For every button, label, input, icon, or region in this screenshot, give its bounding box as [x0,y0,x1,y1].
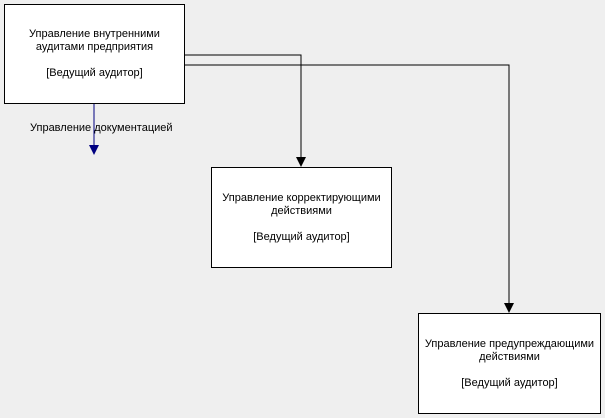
documentation-edge-label: Управление документацией [30,122,173,134]
preventive-arrowhead [504,303,514,313]
node-internal-audits-role: [Ведущий аудитор] [46,67,143,79]
node-corrective-actions[interactable]: Управление корректирующими действиями [В… [211,167,392,268]
documentation-arrowhead [89,145,99,155]
connector-to-corrective [185,54,302,158]
node-corrective-actions-role: [Ведущий аудитор] [253,230,350,243]
node-preventive-actions[interactable]: Управление предупреждающими действиями [… [418,313,601,414]
node-corrective-actions-title: Управление корректирующими действиями [222,191,381,217]
node-internal-audits-title: Управление внутренними аудитами предприя… [29,28,160,53]
node-internal-audits[interactable]: Управление внутренними аудитами предприя… [4,4,185,104]
connector-to-preventive [185,64,510,304]
node-preventive-actions-role: [Ведущий аудитор] [461,376,558,389]
corrective-arrowhead [296,157,306,167]
node-preventive-actions-title: Управление предупреждающими действиями [424,337,595,363]
